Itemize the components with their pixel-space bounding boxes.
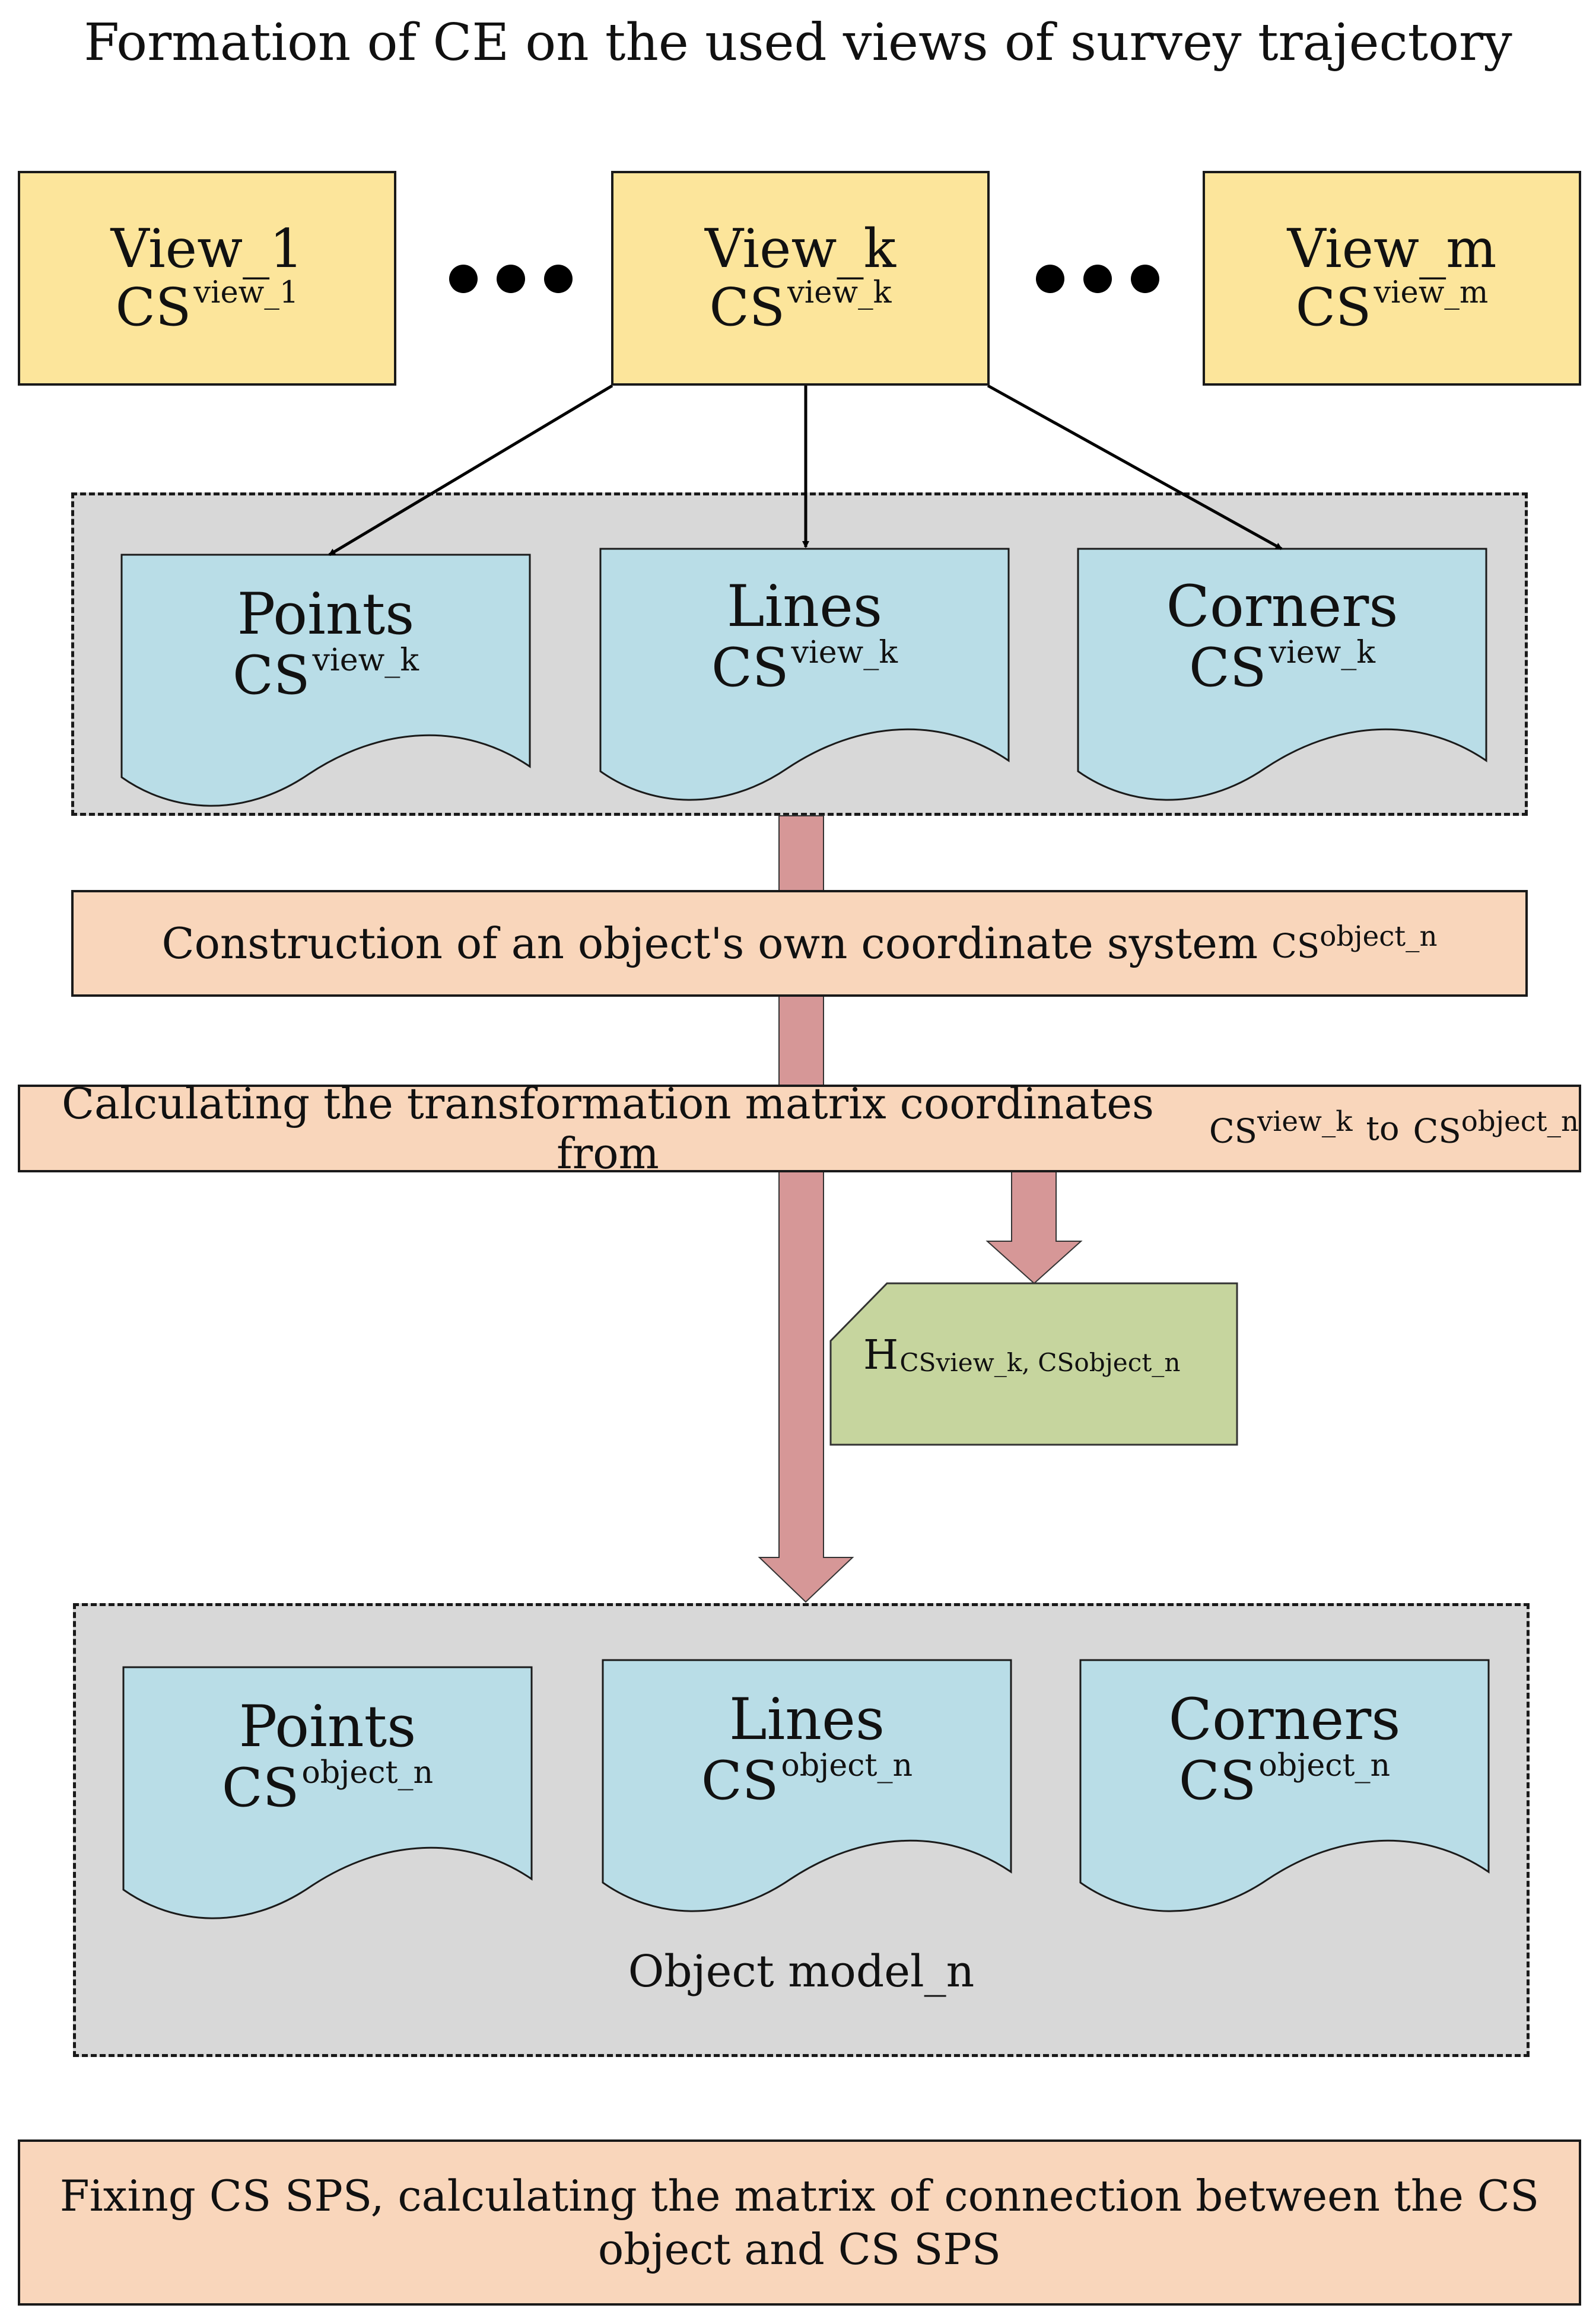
- doc-shape-lines-object: [602, 1659, 1012, 1912]
- doc-shape-lines-view: [599, 548, 1010, 801]
- doc-shape-corners-object: [1079, 1659, 1490, 1912]
- arrow-viewk-to-points: [328, 384, 613, 557]
- view-k-name: View_k: [704, 217, 896, 280]
- object-model-label: Object model_n: [628, 1946, 975, 1997]
- doc-lines-object-cs: CSobject_n: [701, 1747, 913, 1812]
- view-1-cs: CSview_1: [115, 275, 299, 338]
- ellipsis-right: [1036, 265, 1159, 293]
- matrix-card-shape: [829, 1282, 1238, 1446]
- matrix-flow-arrow: [985, 1171, 1083, 1285]
- doc-points-view: Points CSview_k: [122, 584, 530, 704]
- doc-corners-view-name: Corners: [1166, 573, 1398, 640]
- doc-corners-object-name: Corners: [1168, 1686, 1401, 1753]
- doc-corners-object: Corners CSobject_n: [1080, 1690, 1489, 1809]
- step-transform-text: Calculating the transformation matrix co…: [61, 1079, 1154, 1178]
- doc-points-object: Points CSobject_n: [123, 1697, 532, 1816]
- view-k-box: View_k CSview_k: [611, 171, 990, 386]
- ellipsis-left: [449, 265, 573, 293]
- doc-points-view-cs: CSview_k: [233, 642, 419, 707]
- diagram-title: Formation of CE on the used views of sur…: [84, 13, 1512, 72]
- step-transform-cs2: CSobject_n: [1413, 1106, 1579, 1151]
- arrow-viewk-to-corners: [987, 384, 1283, 551]
- view-m-name: View_m: [1287, 217, 1497, 280]
- doc-lines-object: Lines CSobject_n: [603, 1690, 1011, 1809]
- doc-lines-object-name: Lines: [729, 1686, 885, 1753]
- doc-shape-points-object: [122, 1666, 533, 1919]
- step-fixing-text: Fixing CS SPS, calculating the matrix of…: [59, 2171, 1540, 2274]
- step-construction: Construction of an object's own coordina…: [71, 890, 1528, 997]
- step-construction-text: Construction of an object's own coordina…: [161, 918, 1258, 968]
- doc-corners-object-cs: CSobject_n: [1178, 1747, 1391, 1812]
- view-m-box: View_m CSview_m: [1203, 171, 1581, 386]
- doc-points-object-name: Points: [239, 1693, 417, 1760]
- view-1-box: View_1 CSview_1: [18, 171, 396, 386]
- view-k-cs: CSview_k: [709, 275, 892, 338]
- matrix-label: HCSview_k, CSobject_n: [863, 1332, 1181, 1379]
- doc-corners-view: Corners CSview_k: [1078, 577, 1486, 696]
- step-transform-cs1: CSview_k: [1209, 1106, 1353, 1151]
- step-fixing: Fixing CS SPS, calculating the matrix of…: [18, 2139, 1581, 2306]
- step-transform-to: to: [1366, 1109, 1400, 1148]
- doc-points-object-cs: CSobject_n: [221, 1754, 434, 1819]
- view-m-cs: CSview_m: [1295, 275, 1489, 338]
- view-1-name: View_1: [110, 217, 304, 280]
- doc-shape-points-view: [120, 554, 531, 807]
- step-transform: Calculating the transformation matrix co…: [18, 1079, 1581, 1178]
- doc-lines-view-cs: CSview_k: [711, 634, 898, 699]
- step-construction-cs: CSobject_n: [1271, 921, 1438, 966]
- doc-corners-view-cs: CSview_k: [1189, 634, 1375, 699]
- doc-lines-view: Lines CSview_k: [600, 577, 1009, 696]
- doc-lines-view-name: Lines: [726, 573, 883, 640]
- doc-points-view-name: Points: [237, 581, 415, 647]
- doc-shape-corners-view: [1077, 548, 1487, 801]
